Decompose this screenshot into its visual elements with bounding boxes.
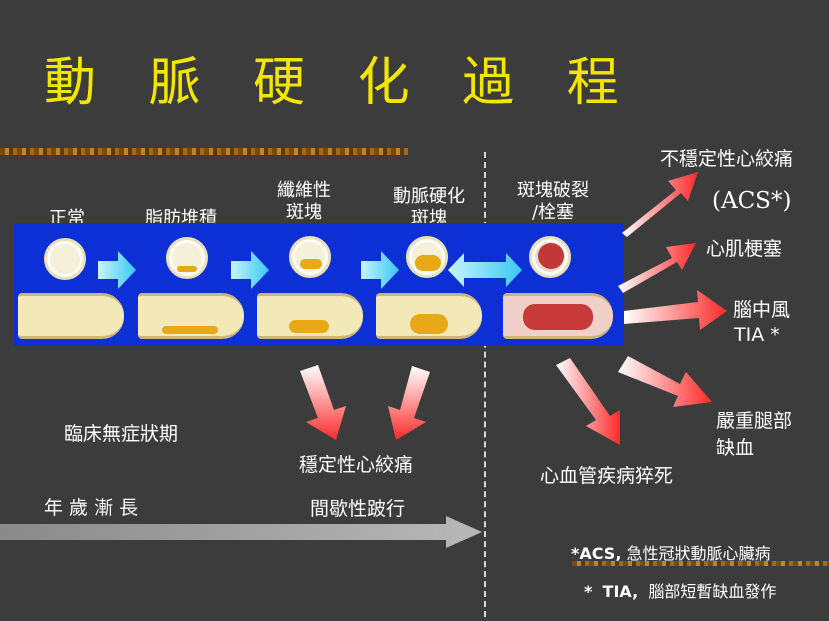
outcome-acs: (ACS*)	[712, 188, 792, 214]
page-title: 動 脈 硬 化 過 程	[44, 53, 637, 113]
stable-arrow-1	[300, 365, 346, 440]
footnote-acs: *ACS, 急性冠狀動脈心臟病	[571, 540, 771, 564]
plaque	[415, 255, 441, 271]
outcome-mi: 心肌梗塞	[706, 238, 783, 260]
claudication-label: 間歇性跛行	[310, 498, 406, 520]
vessel-rupture	[503, 293, 613, 339]
asymptomatic-label: 臨床無症狀期	[64, 423, 179, 445]
plaque	[300, 259, 322, 269]
vessel-fat	[138, 293, 244, 339]
plaque	[177, 266, 197, 272]
stable-angina-label: 穩定性心絞痛	[299, 454, 414, 476]
stage-label-rupture: 斑塊破裂 /栓塞	[517, 180, 589, 223]
footnote-acs-abbr: ACS,	[579, 544, 622, 563]
stage-arrow-2	[231, 251, 269, 289]
vessel-fibrous	[257, 293, 363, 339]
plaque	[162, 326, 218, 334]
outcome-arrow-stroke	[624, 290, 727, 330]
outcome-unstable-angina: 不穩定性心絞痛	[660, 148, 794, 170]
vessel-atheroma	[376, 293, 482, 339]
outcome-tia: TIA *	[734, 324, 780, 346]
outcome-arrow-unstable-angina	[622, 172, 698, 237]
outcome-arrow-limb	[618, 356, 712, 407]
footnote-star: *	[571, 544, 580, 563]
age-arrow	[0, 516, 482, 548]
timeline-divider	[484, 152, 486, 617]
footnote-tia: * TIA, 腦部短暫缺血發作	[584, 578, 776, 602]
thrombus	[523, 304, 593, 330]
footnote-acs-desc: 急性冠狀動脈心臟病	[626, 544, 771, 563]
decorative-divider	[0, 148, 408, 155]
plaque	[410, 314, 448, 334]
footnote-tia-abbr: TIA,	[602, 582, 639, 601]
cross-section-fibrous	[289, 236, 331, 278]
stage-arrow-1	[98, 251, 136, 289]
outcome-arrow-mi	[618, 243, 696, 293]
footnote-tia-desc: 腦部短暫缺血發作	[648, 582, 777, 601]
stable-arrow-2	[388, 366, 430, 440]
cross-section-normal	[44, 238, 86, 280]
stage-arrow-4	[448, 253, 522, 287]
outcome-stroke: 腦中風	[733, 299, 791, 321]
vessel-normal	[18, 293, 124, 339]
plaque	[289, 320, 329, 333]
thrombus	[538, 243, 564, 269]
stage-label-fibrous: 纖維性 斑塊	[277, 180, 331, 223]
decorative-divider	[572, 561, 829, 566]
outcome-sudden-death: 心血管疾病猝死	[540, 465, 674, 487]
cross-section-fat	[166, 237, 208, 279]
outcome-arrow-death	[556, 358, 620, 445]
age-label: 年 歲 漸 長	[44, 497, 139, 519]
stage-arrow-3	[361, 251, 399, 289]
outcome-limb-ischemia: 嚴重腿部 缺血	[716, 410, 793, 459]
cross-section-rupture	[529, 236, 571, 278]
footnote-star: *	[584, 582, 593, 601]
cross-section-atheroma	[406, 236, 448, 278]
